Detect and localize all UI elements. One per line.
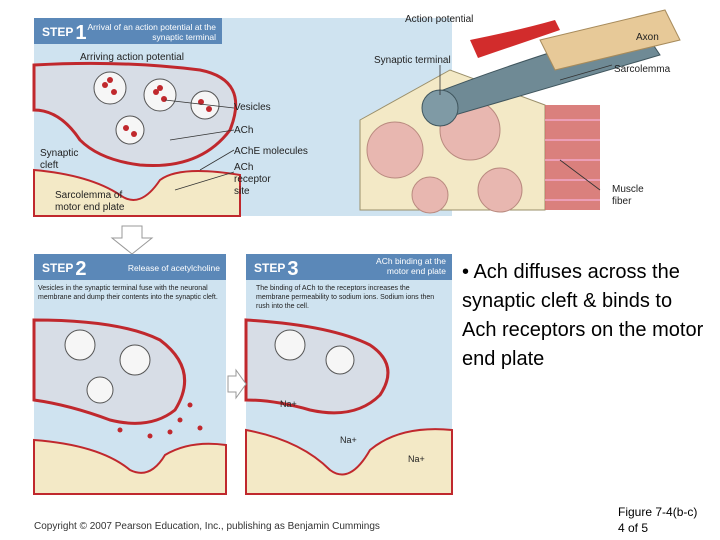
na-ion-label-2: Na+ <box>340 435 357 445</box>
label-ache-molecules: AChE molecules <box>234 146 308 157</box>
label-axon: Axon <box>636 32 659 43</box>
na-ion-label-3: Na+ <box>408 454 425 464</box>
label-ach-receptor-site: ACh receptor site <box>234 162 271 197</box>
step3-description: The binding of ACh to the receptors incr… <box>256 285 435 310</box>
label-ach: ACh <box>234 125 254 136</box>
label-synaptic-cleft: Synaptic cleft <box>40 148 79 171</box>
label-muscle-fiber: Muscle fiber <box>612 184 644 207</box>
label-vesicles: Vesicles <box>234 102 271 113</box>
bullet-text: • Ach diffuses across the synaptic cleft… <box>462 261 704 370</box>
step2-description: Vesicles in the synaptic terminal fuse w… <box>38 285 218 301</box>
figure-ref-line2: 4 of 5 <box>618 521 649 535</box>
figure-reference: Figure 7-4(b-c) 4 of 5 <box>618 504 697 536</box>
step2-title: Release of acetylcholine <box>127 263 220 273</box>
label-synaptic-terminal: Synaptic terminal <box>374 55 451 66</box>
label-sarcolemma: Sarcolemma <box>614 64 671 75</box>
label-arriving-action-potential: Arriving action potential <box>80 52 184 63</box>
copyright-text: Copyright © 2007 Pearson Education, Inc.… <box>34 521 380 532</box>
figure-ref-line1: Figure 7-4(b-c) <box>618 505 698 519</box>
label-action-potential: Action potential <box>405 14 474 25</box>
step1-title: Arrival of an action potential at the sy… <box>87 22 216 42</box>
label-sarcolemma-motor-end-plate: Sarcolemma of motor end plate <box>55 190 125 213</box>
na-ion-label-1: Na+ <box>280 399 297 409</box>
step3-title: ACh binding at the motor end plate <box>376 256 446 276</box>
